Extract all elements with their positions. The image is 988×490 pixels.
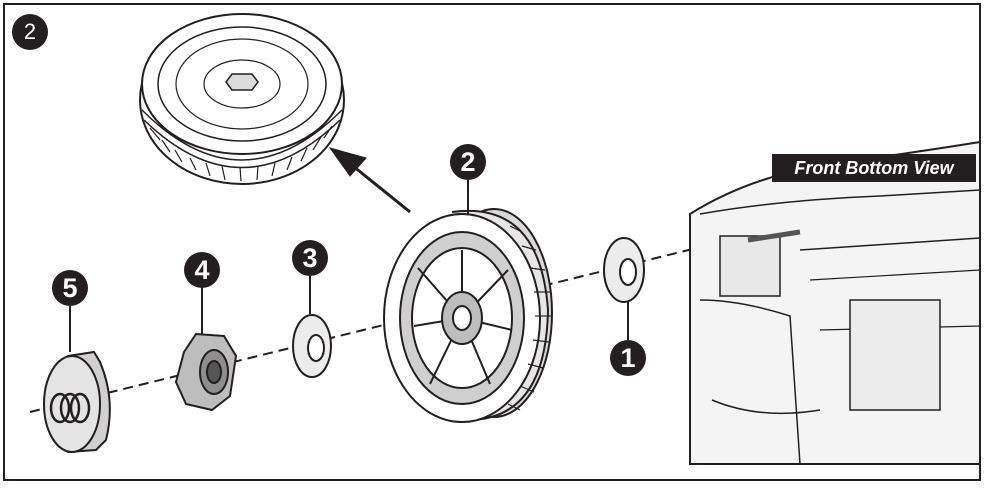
part-number-5: 5 <box>52 270 88 306</box>
flip-arrow <box>328 147 411 214</box>
part-number-3: 3 <box>292 240 328 276</box>
view-label: Front Bottom View <box>772 154 976 182</box>
hubcap <box>43 350 111 454</box>
washer-3 <box>292 314 332 378</box>
washer-1 <box>603 237 645 303</box>
vehicle-body <box>689 140 981 465</box>
part-number-2: 2 <box>450 144 486 180</box>
part-number-1: 1 <box>610 340 646 376</box>
step-number-badge: 2 <box>12 14 48 50</box>
wheel-rear-view <box>139 13 345 185</box>
part-number-4: 4 <box>184 252 220 288</box>
wheel <box>383 208 553 423</box>
nut <box>174 332 238 412</box>
